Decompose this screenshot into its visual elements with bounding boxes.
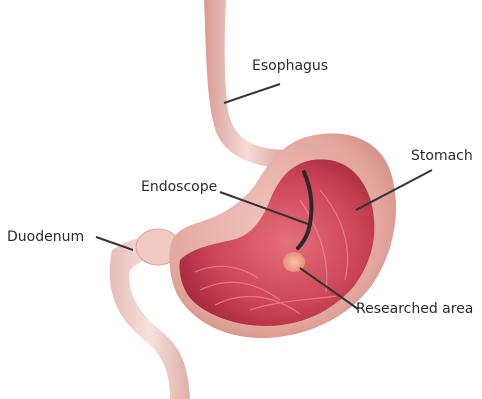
esophagus-label: Esophagus [252,59,328,73]
endoscope-label: Endoscope [141,180,217,194]
duodenum-label: Duodenum [7,230,84,244]
leader-esophagus [224,84,280,103]
researched-area-label: Researched area [356,302,473,316]
esophagus-tube [204,0,300,168]
stomach-label: Stomach [411,149,473,163]
